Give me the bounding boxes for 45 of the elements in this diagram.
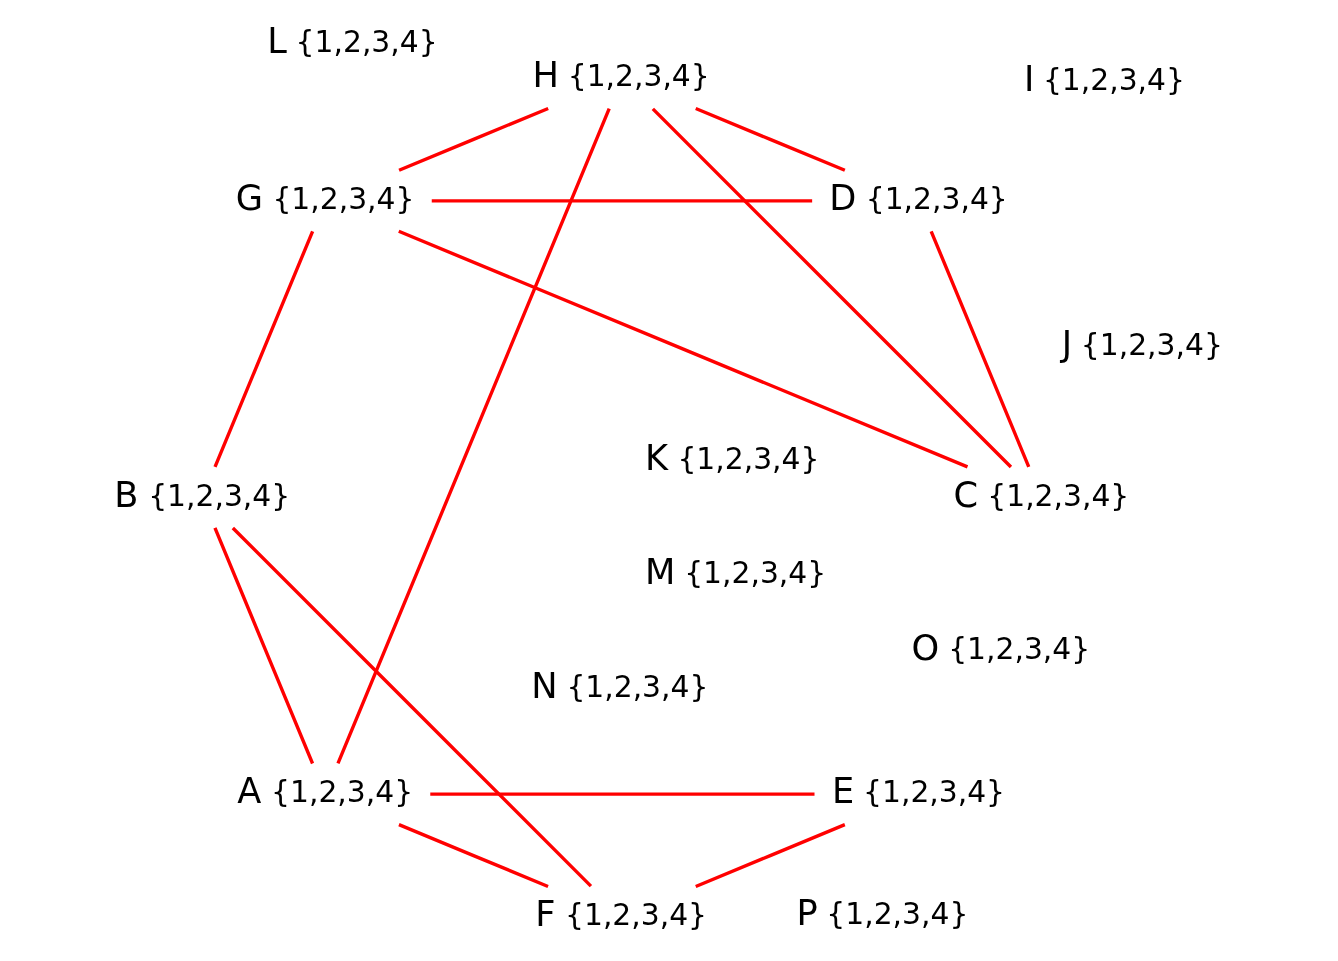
connector xyxy=(398,823,549,888)
connector xyxy=(231,526,593,888)
node-label: {1,2,3,4} xyxy=(684,554,827,590)
node-text: O xyxy=(911,626,940,668)
node-label: {1,2,3,4} xyxy=(566,668,709,704)
node-label: {1,2,3,4} xyxy=(1042,62,1185,98)
node-text: H xyxy=(532,54,560,96)
node-text: K xyxy=(644,437,668,479)
node-text: N xyxy=(531,664,558,706)
node-text: P xyxy=(796,892,818,934)
node-label: {1,2,3,4} xyxy=(863,774,1006,810)
node-text: A xyxy=(237,770,262,812)
node-label: {1,2,3,4} xyxy=(295,24,438,60)
connector xyxy=(398,229,969,469)
node-label: {1,2,3,4} xyxy=(948,630,1091,666)
node-label: {1,2,3,4} xyxy=(565,897,708,933)
node-label: {1,2,3,4} xyxy=(272,181,415,217)
node-label: {1,2,3,4} xyxy=(567,58,710,94)
node-text: I xyxy=(1023,58,1035,100)
node-text: B xyxy=(114,473,139,515)
node-text: G xyxy=(235,177,264,219)
node-label: {1,2,3,4} xyxy=(271,774,414,810)
node-label: {1,2,3,4} xyxy=(987,477,1130,513)
node-text: M xyxy=(644,550,676,592)
node-label: {1,2,3,4} xyxy=(677,441,820,477)
connector xyxy=(651,107,1013,469)
node-text: J xyxy=(1061,323,1073,365)
connector xyxy=(430,792,815,796)
connector xyxy=(929,230,1031,468)
node-label: {1,2,3,4} xyxy=(826,896,969,932)
node-text: D xyxy=(829,177,857,219)
node-label: {1,2,3,4} xyxy=(1080,327,1223,363)
connector xyxy=(336,107,611,765)
connector xyxy=(431,199,813,203)
node-text: F xyxy=(535,893,556,935)
node-text: E xyxy=(831,770,855,812)
connector xyxy=(695,823,846,888)
node-text: C xyxy=(953,473,979,515)
node-label: {1,2,3,4} xyxy=(148,477,291,513)
connector xyxy=(213,230,315,468)
connector xyxy=(213,527,315,765)
node-text: L xyxy=(267,20,287,62)
connector xyxy=(398,106,549,172)
connector xyxy=(695,106,846,172)
node-label: {1,2,3,4} xyxy=(865,181,1008,217)
